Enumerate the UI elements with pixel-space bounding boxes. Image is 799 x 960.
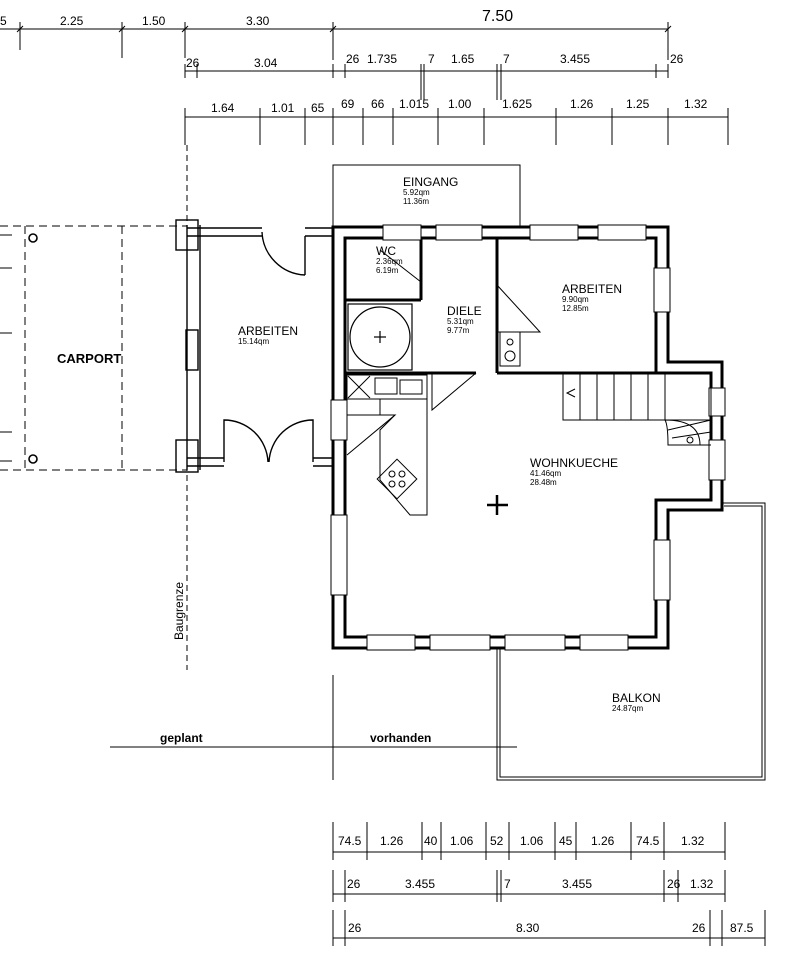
dim-top-1-e: 7.50 — [482, 8, 513, 25]
dim-top-1-a: 5 — [0, 14, 7, 28]
dim-top-2-e: 7 — [428, 52, 435, 66]
dim-bot-1-h: 1.26 — [591, 834, 615, 848]
dim-bot-2-b: 3.455 — [405, 877, 435, 891]
center-cross — [487, 495, 508, 515]
room-arbeiten-left-area: 15.14qm — [238, 337, 269, 346]
dim-bot-1-c: 40 — [424, 834, 438, 848]
dim-bot-1-g: 45 — [559, 834, 573, 848]
carport-label: CARPORT — [57, 351, 121, 366]
dim-bot-2-d: 3.455 — [562, 877, 592, 891]
diele-door-swing-2 — [431, 372, 477, 412]
dim-bot-1-i: 74.5 — [636, 834, 660, 848]
dim-top-2-d: 1.735 — [367, 52, 397, 66]
room-wohnkueche-name: WOHNKUECHE — [530, 456, 618, 470]
bottom-dimensions — [332, 822, 766, 946]
dim-top-3-h: 1.625 — [502, 97, 532, 111]
room-wc-name: WC — [376, 244, 396, 258]
balcony — [496, 502, 766, 781]
room-wohnkueche-area1: 41.46qm — [530, 469, 561, 478]
dim-bot-3-d: 87.5 — [730, 921, 754, 935]
dim-top-3-b: 1.01 — [271, 101, 295, 115]
room-eingang-area2: 11.36m — [403, 197, 429, 206]
dim-bot-2-a: 26 — [347, 877, 361, 891]
dim-top-3-f: 1.015 — [399, 97, 429, 111]
dim-top-3-g: 1.00 — [448, 97, 472, 111]
annex-walls — [175, 219, 333, 473]
room-arbeiten-right-area1: 9.90qm — [562, 295, 589, 304]
room-arbeiten-right-area2: 12.85m — [562, 304, 589, 313]
room-balkon-name: BALKON — [612, 691, 661, 705]
carport — [0, 225, 187, 471]
dim-top-1-d: 3.30 — [246, 14, 270, 28]
dim-top-1-c: 1.50 — [142, 14, 166, 28]
room-diele-area2: 9.77m — [447, 326, 470, 335]
dim-top-2-c: 26 — [346, 52, 360, 66]
washer-fixture — [499, 331, 521, 367]
room-diele-area1: 5.31qm — [447, 317, 474, 326]
dim-bot-2-c: 7 — [504, 877, 511, 891]
entrance-canopy — [332, 164, 521, 227]
dim-bot-3-b: 8.30 — [516, 921, 540, 935]
top-dimension-labels: 5 2.25 1.50 3.30 7.50 26 3.04 26 1.735 7… — [0, 8, 708, 115]
dim-top-3-e: 66 — [371, 97, 385, 111]
room-diele-name: DIELE — [447, 304, 482, 318]
room-arbeiten-left-name: ARBEITEN — [238, 324, 298, 338]
dim-bot-1-e: 52 — [490, 834, 504, 848]
dim-bot-1-d: 1.06 — [450, 834, 474, 848]
diele-door-swing — [496, 284, 542, 333]
dim-bot-1-j: 1.32 — [681, 834, 705, 848]
kitchen-door-swing — [346, 414, 397, 456]
staircase — [562, 372, 712, 446]
room-arbeiten-right-name: ARBEITEN — [562, 282, 622, 296]
dim-top-3-d: 69 — [341, 97, 355, 111]
windows — [330, 224, 726, 651]
dim-top-3-c: 65 — [311, 101, 325, 115]
dim-bot-1-a: 74.5 — [338, 834, 362, 848]
dim-bot-2-f: 1.32 — [690, 877, 714, 891]
dim-top-3-a: 1.64 — [211, 101, 235, 115]
wc-door-swing — [379, 249, 422, 284]
dim-top-2-g: 7 — [503, 52, 510, 66]
dim-top-3-k: 1.32 — [684, 97, 708, 111]
shower-fixture — [347, 303, 413, 371]
dim-top-2-f: 1.65 — [451, 52, 475, 66]
dim-bot-3-c: 26 — [692, 921, 706, 935]
phase-divider — [110, 675, 517, 780]
dim-top-1-b: 2.25 — [60, 14, 84, 28]
dim-bot-3-a: 26 — [348, 921, 362, 935]
label-geplant: geplant — [160, 731, 203, 745]
dim-top-3-j: 1.25 — [626, 97, 650, 111]
dim-bot-1-f: 1.06 — [520, 834, 544, 848]
top-dimensions — [0, 22, 729, 145]
room-wc-area1: 2.36qm — [376, 257, 403, 266]
bottom-dimension-labels: 74.5 1.26 40 1.06 52 1.06 45 1.26 74.5 1… — [338, 834, 754, 935]
room-wc-area2: 6.19m — [376, 266, 399, 275]
room-eingang-area1: 5.92qm — [403, 188, 430, 197]
dim-top-3-i: 1.26 — [570, 97, 594, 111]
room-eingang-name: EINGANG — [403, 175, 458, 189]
room-wohnkueche-area2: 28.48m — [530, 478, 557, 487]
dim-bot-2-e: 26 — [667, 877, 681, 891]
dim-top-2-a: 26 — [186, 56, 200, 70]
dim-bot-1-b: 1.26 — [380, 834, 404, 848]
baugrenze-label: Baugrenze — [172, 582, 186, 640]
dim-top-2-b: 3.04 — [254, 56, 278, 70]
room-balkon-area1: 24.87qm — [612, 704, 643, 713]
dim-top-2-i: 26 — [670, 52, 684, 66]
dim-top-2-h: 3.455 — [560, 52, 590, 66]
label-vorhanden: vorhanden — [370, 731, 431, 745]
